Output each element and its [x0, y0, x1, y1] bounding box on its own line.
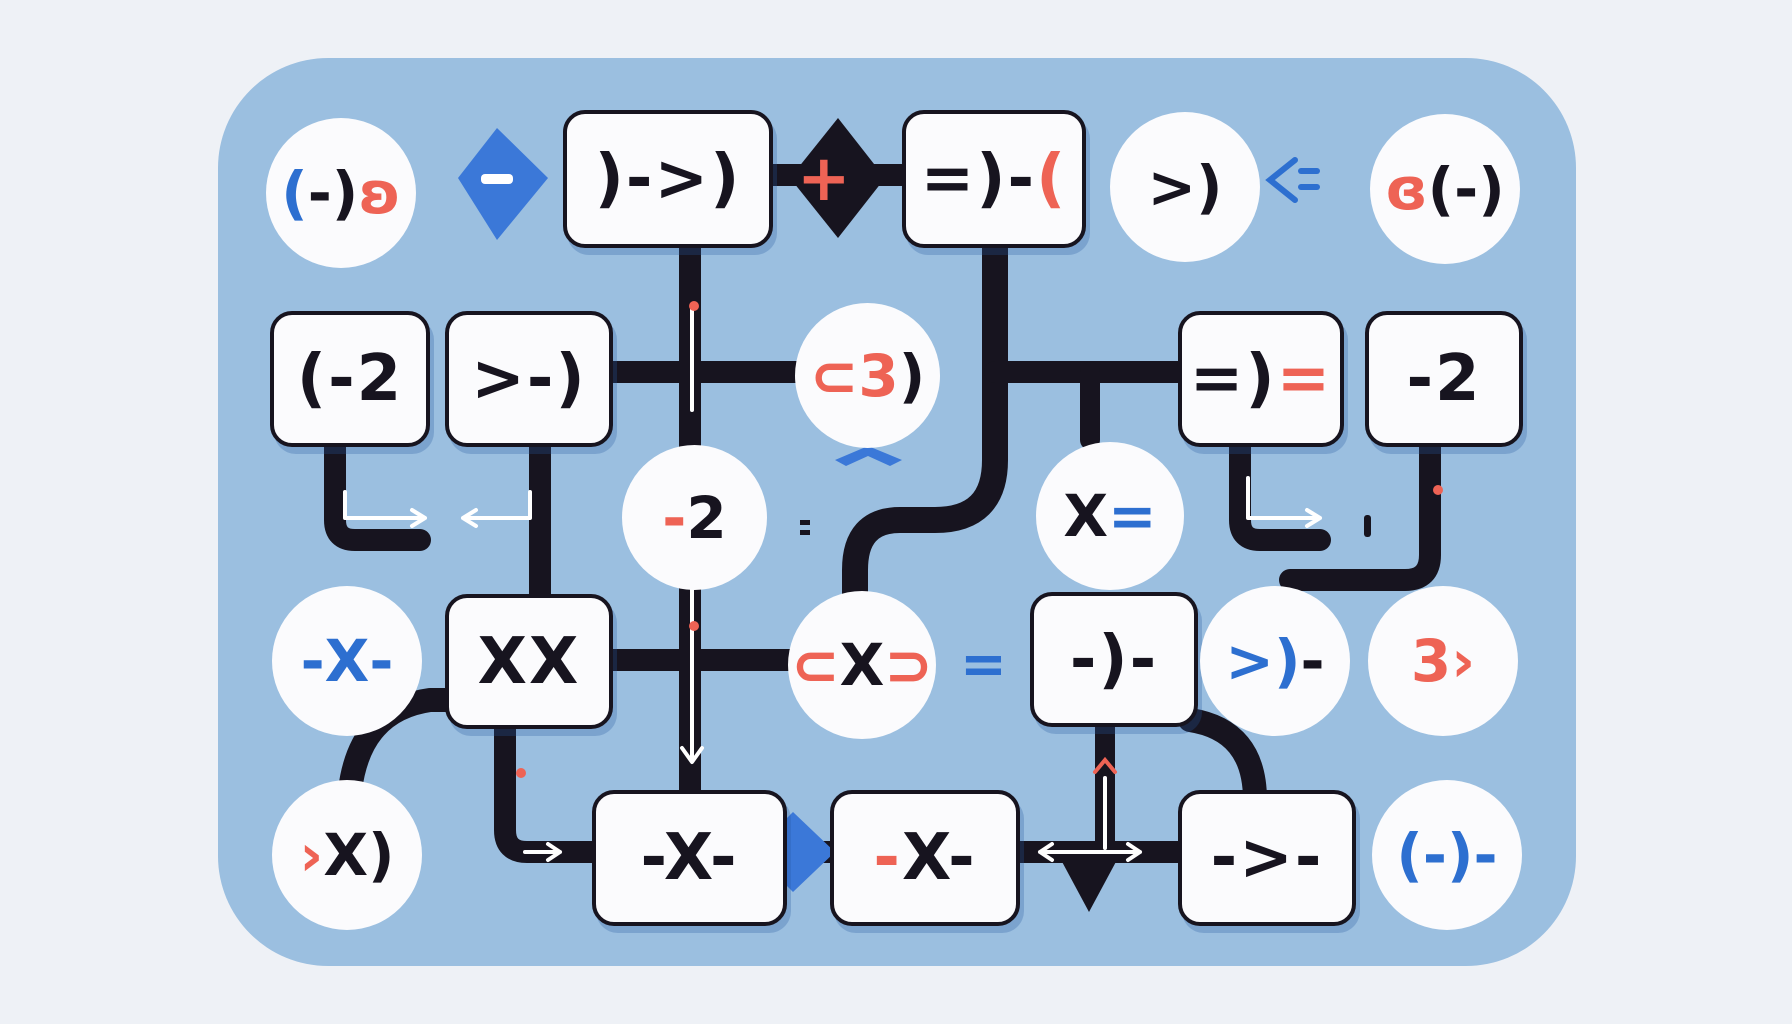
- node-label-segment: ɞ: [1385, 155, 1428, 223]
- node-label-segment: =: [1276, 342, 1333, 416]
- dark-diamond-top: [790, 118, 885, 238]
- node-label-segment: XX: [477, 624, 581, 699]
- node-label-segment: -X-: [640, 821, 739, 895]
- circle-node-r1-1: (-)ʚ: [266, 118, 416, 268]
- node-label-segment: ->-: [1210, 821, 1324, 895]
- node-label-segment: X-: [901, 821, 977, 895]
- node-label-segment: -: [1300, 627, 1325, 695]
- marker-dark-1: [1364, 515, 1371, 537]
- node-label-segment: )->): [594, 142, 742, 216]
- arrow-white-2: [461, 490, 532, 528]
- node-label-segment: (: [1036, 142, 1068, 216]
- dot-red-4: [516, 768, 526, 778]
- node-label-segment: 2: [686, 483, 727, 552]
- arrow-white-1: [343, 490, 427, 528]
- blue-caret: [835, 446, 902, 466]
- circle-node-r3-4: 3›: [1368, 586, 1518, 736]
- node-label-segment: >-): [471, 342, 587, 416]
- box-node-r4-2: -X-: [830, 790, 1020, 926]
- circle-node-r3-1: -X-: [272, 586, 422, 736]
- node-label-segment: 3: [858, 341, 899, 410]
- box-node-r2-2: >-): [445, 311, 613, 447]
- node-label-segment: =)-: [920, 142, 1037, 216]
- circle-node-r1-3: ɞ(-): [1370, 114, 1520, 264]
- circle-node-mid-1: -2: [622, 445, 767, 590]
- circle-node-r2-1: ⊂3): [795, 303, 940, 448]
- node-label-segment: (-)-: [1396, 821, 1498, 889]
- marker-dark-2: [800, 520, 810, 525]
- node-label-segment: -: [873, 821, 902, 895]
- wire-trunk-right: [842, 225, 1008, 618]
- dot-red-3: [1433, 485, 1443, 495]
- arrow-red-up: [1093, 756, 1117, 774]
- box-node-r2-3: =) =: [1178, 311, 1344, 447]
- wire-bracket-right-b: [1279, 429, 1441, 591]
- box-node-r3-2: -)-: [1030, 592, 1198, 727]
- node-label-segment: 3: [1410, 627, 1452, 695]
- node-label-segment: =: [1108, 482, 1157, 550]
- box-node-r1-1: )->): [563, 110, 773, 248]
- arrow-white-6: [523, 842, 562, 862]
- node-label-segment: -2: [1406, 342, 1482, 416]
- node-label-segment: >): [1225, 627, 1301, 695]
- node-label-segment: -: [300, 627, 325, 695]
- wire-vertical-lower-left: [494, 709, 611, 863]
- blue-chevron-left: [1265, 157, 1298, 203]
- arrow-white-3: [1246, 476, 1322, 528]
- node-label-segment: X: [324, 627, 370, 695]
- box-node-r4-3: ->-: [1178, 790, 1356, 926]
- circle-node-mid-2: X=: [1036, 442, 1184, 590]
- node-label-segment: (-): [1427, 155, 1505, 223]
- node-label-segment: -)-: [1069, 622, 1159, 697]
- circle-node-r1-2: >): [1110, 112, 1260, 262]
- node-label-segment: X: [1063, 482, 1109, 550]
- node-label-segment: ⊂: [791, 631, 840, 699]
- node-label-segment: ⊂: [809, 341, 859, 410]
- wire-bracket-right-a: [1229, 429, 1331, 551]
- box-node-r4-1: -X-: [592, 790, 787, 926]
- equals-symbol-mid: =: [960, 632, 1007, 697]
- node-label-segment: (-2: [296, 342, 404, 416]
- circle-node-r3-3: >)-: [1200, 586, 1350, 736]
- node-label-segment: =): [1189, 342, 1277, 416]
- node-label-segment: ›: [299, 821, 324, 889]
- arrow-white-7: [1038, 842, 1142, 862]
- circle-node-r4-1: ›X): [272, 780, 422, 930]
- top-plus-symbol: +: [797, 142, 851, 216]
- box-node-r1-2: =)-(: [902, 110, 1086, 248]
- box-node-r3-1: XX: [445, 594, 613, 729]
- node-label-segment: ): [898, 341, 926, 410]
- node-label-segment: X: [839, 631, 885, 699]
- box-node-r2-4: -2: [1365, 311, 1523, 447]
- circle-node-r3-2: ⊂X⊃: [788, 591, 936, 739]
- blue-dash-b: [1298, 184, 1320, 190]
- node-label-segment: -): [307, 159, 359, 227]
- wire-bracket-left-a: [324, 429, 431, 551]
- node-label-segment: ʚ: [358, 159, 401, 227]
- blue-diamond-top-bar: [481, 174, 513, 184]
- node-label-segment: (: [281, 159, 308, 227]
- circle-node-r4-2: (-)-: [1372, 780, 1522, 930]
- node-label-segment: -: [369, 627, 394, 695]
- blue-dash-a: [1298, 168, 1320, 174]
- dot-red-2: [689, 621, 699, 631]
- dot-red-1: [689, 301, 699, 311]
- node-label-segment: ›: [1451, 627, 1476, 695]
- node-label-segment: >): [1147, 153, 1223, 221]
- node-label-segment: X): [323, 821, 395, 889]
- marker-dark-3: [800, 530, 810, 535]
- node-label-segment: ⊃: [884, 631, 933, 699]
- dark-diamond-bottom: [1060, 858, 1118, 912]
- node-label-segment: -: [662, 483, 687, 552]
- box-node-r2-1: (-2: [270, 311, 430, 447]
